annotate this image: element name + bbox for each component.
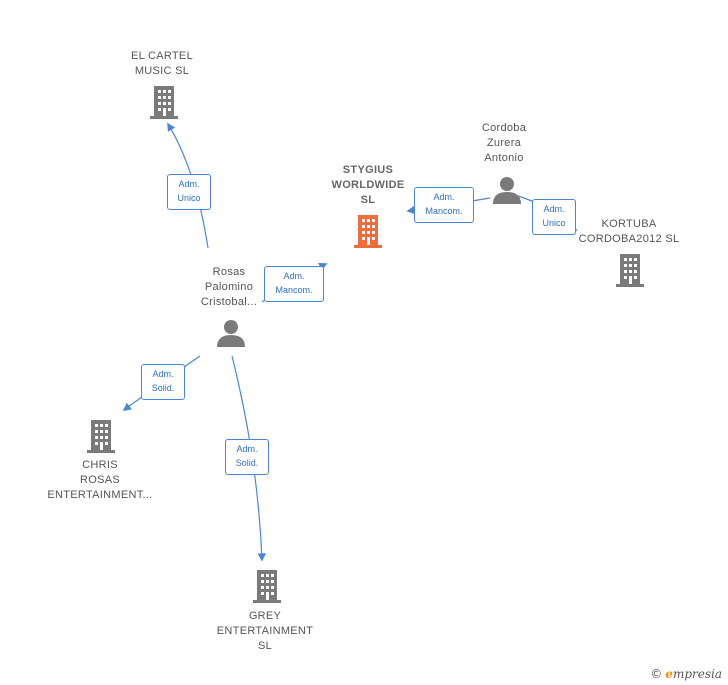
cordoba-label[interactable]: Cordoba Zurera Antonio <box>481 122 527 164</box>
stygius-label[interactable]: STYGIUS WORLDWIDE SL <box>331 164 405 206</box>
kortuba-building-icon <box>616 254 644 287</box>
brand-initial: e <box>665 667 673 681</box>
brand-name: mpresia <box>672 667 722 681</box>
stygius-building-icon <box>354 215 382 248</box>
rosas-person-icon <box>217 320 245 347</box>
el-cartel-building-icon <box>150 86 178 119</box>
relation-box-cordoba-stygius: Adm. Mancom. <box>414 187 474 223</box>
chris-label[interactable]: CHRIS ROSAS ENTERTAINMENT... <box>47 459 153 501</box>
relation-box-rosas-chris: Adm. Solid. <box>141 364 185 400</box>
grey-label[interactable]: GREY ENTERTAINMENT SL <box>216 610 314 652</box>
relation-box-rosas-elcartel: Adm. Unico <box>167 174 211 210</box>
relation-box-cordoba-kortuba: Adm. Unico <box>532 199 576 235</box>
relation-box-rosas-stygius: Adm. Mancom. <box>264 266 324 302</box>
cordoba-person-icon <box>493 177 521 204</box>
relation-box-rosas-grey: Adm. Solid. <box>225 439 269 475</box>
grey-building-icon <box>253 570 281 603</box>
empresia-logo: ©empresia <box>650 667 722 681</box>
kortuba-label[interactable]: KORTUBA CORDOBA2012 SL <box>578 218 680 245</box>
el-cartel-label[interactable]: EL CARTEL MUSIC SL <box>130 50 193 77</box>
copyright-symbol: © <box>650 667 663 681</box>
chris-building-icon <box>87 420 115 453</box>
rosas-label[interactable]: Rosas Palomino Cristobal... <box>200 266 258 308</box>
